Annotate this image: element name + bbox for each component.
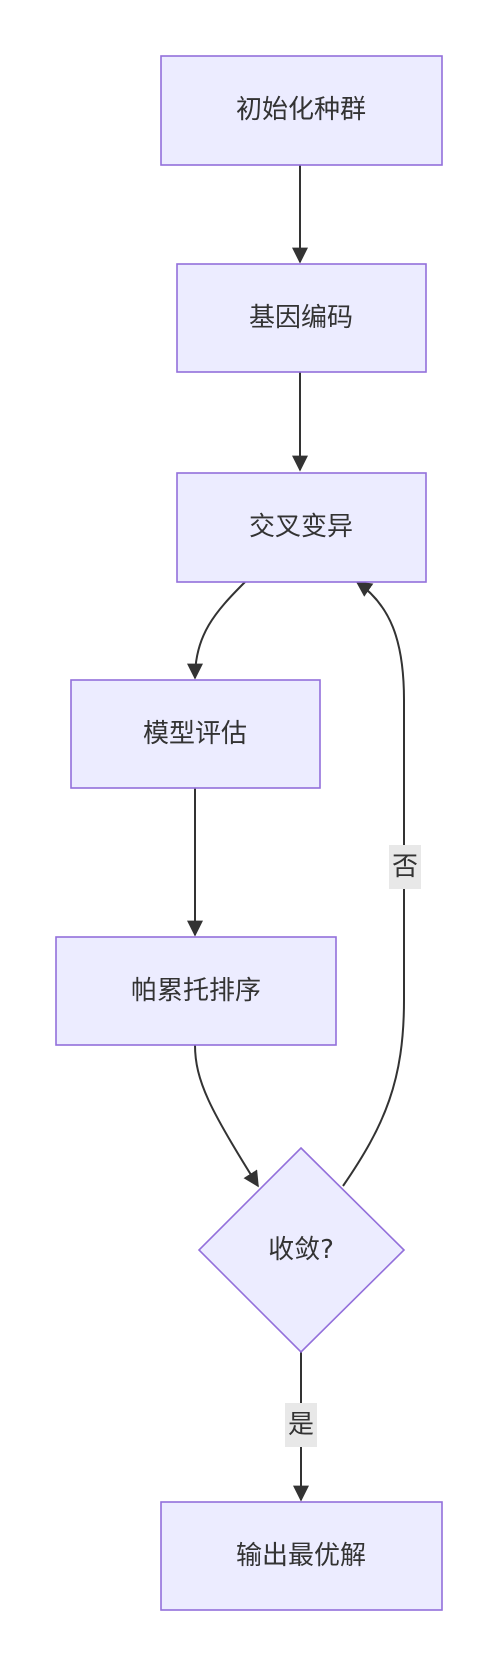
node-output-label: 输出最优解 xyxy=(236,1541,366,1571)
node-init-label: 初始化种群 xyxy=(236,95,366,125)
edge-crossover-to-evaluate xyxy=(187,581,246,680)
node-init: 初始化种群 xyxy=(160,55,443,166)
node-crossover-label: 交叉变异 xyxy=(249,512,353,542)
node-pareto-label: 帕累托排序 xyxy=(131,976,261,1006)
edge-label-no: 否 xyxy=(389,845,421,889)
edge-label-yes: 是 xyxy=(285,1403,317,1447)
node-evaluate-label: 模型评估 xyxy=(143,719,247,749)
edge-label-no-text: 否 xyxy=(392,852,418,882)
node-pareto: 帕累托排序 xyxy=(55,936,337,1046)
node-converge-label: 收敛? xyxy=(268,1235,334,1265)
node-output: 输出最优解 xyxy=(160,1501,443,1611)
node-evaluate: 模型评估 xyxy=(70,679,321,789)
node-crossover: 交叉变异 xyxy=(176,472,427,583)
node-converge: 收敛? xyxy=(197,1146,406,1354)
node-encode-label: 基因编码 xyxy=(249,303,353,333)
edge-converge-to-crossover xyxy=(342,581,405,1187)
edge-label-yes-text: 是 xyxy=(288,1410,314,1440)
node-encode: 基因编码 xyxy=(176,263,427,373)
edge-pareto-to-converge xyxy=(194,1044,259,1188)
